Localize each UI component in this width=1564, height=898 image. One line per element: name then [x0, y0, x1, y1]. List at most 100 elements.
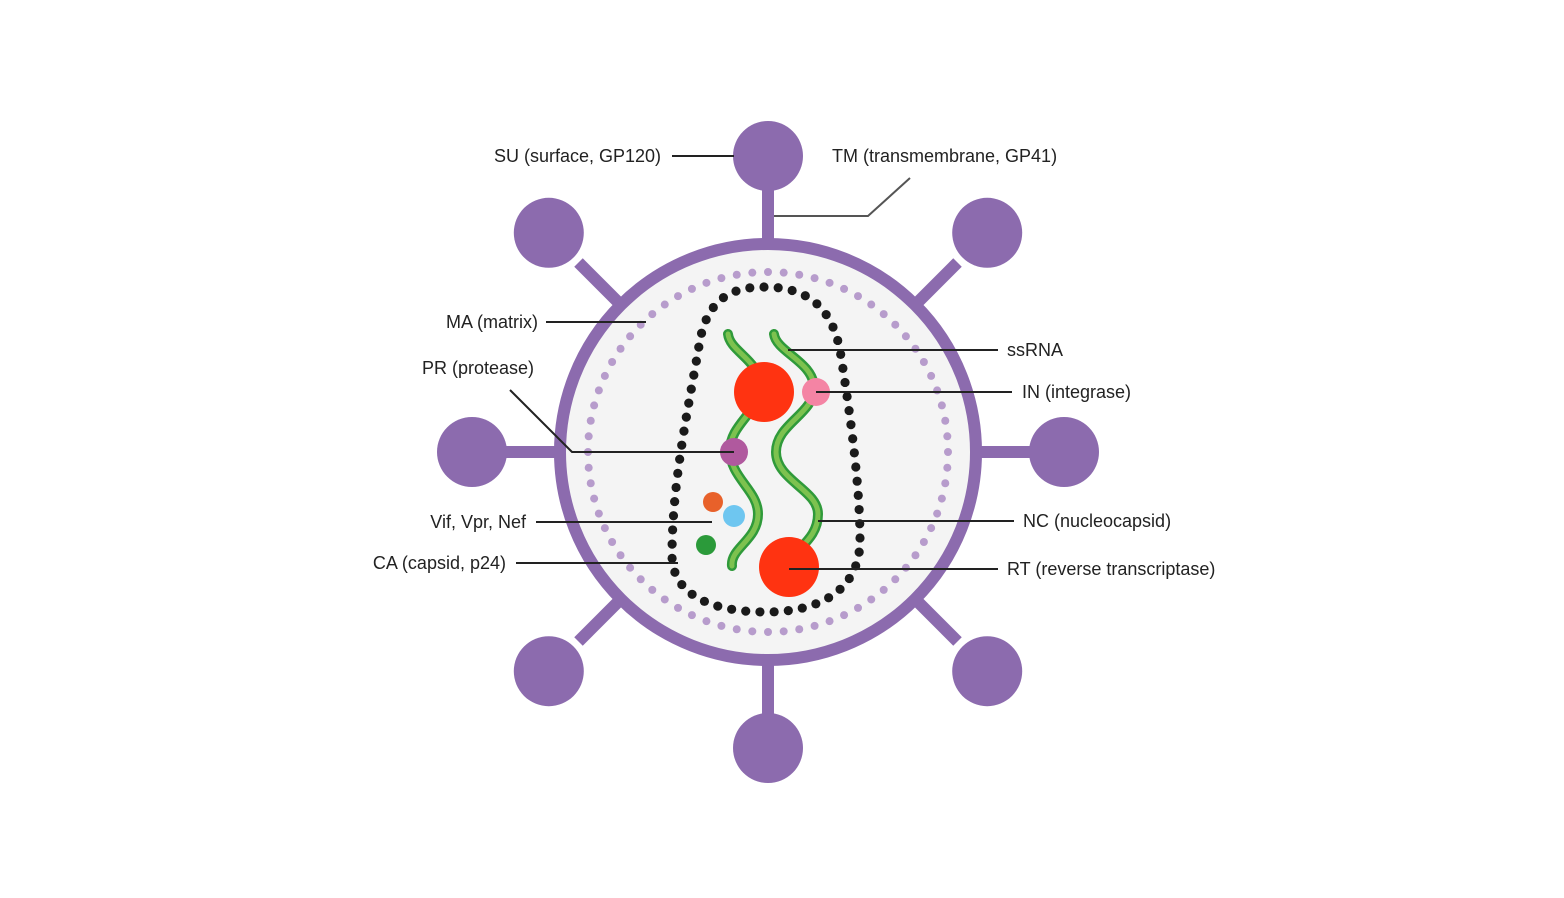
capsid-dot	[699, 596, 710, 606]
matrix-dot	[687, 611, 696, 620]
matrix-dot	[933, 509, 942, 518]
label-pr: PR (protease)	[422, 358, 534, 378]
capsid-dot	[675, 454, 685, 464]
label-ssrna: ssRNA	[1007, 340, 1063, 360]
spike-knob	[733, 713, 803, 783]
label-ca: CA (capsid, p24)	[373, 553, 506, 573]
capsid-dot	[667, 539, 677, 549]
matrix-dot	[702, 617, 711, 626]
matrix-dot	[943, 463, 952, 472]
matrix-dot	[919, 358, 928, 366]
matrix-dot	[660, 300, 669, 309]
matrix-dot	[911, 344, 920, 353]
matrix-dot	[764, 268, 772, 276]
matrix-dot	[674, 603, 682, 612]
matrix-dot	[795, 625, 804, 634]
capsid-dot	[848, 434, 858, 444]
spike-knob	[1029, 417, 1099, 487]
matrix-dot	[732, 270, 741, 279]
capsid-dot	[731, 286, 741, 296]
matrix-dot	[867, 300, 876, 309]
capsid-dot	[836, 349, 846, 359]
accessory-protein-vpr	[723, 505, 745, 527]
matrix-dot	[648, 310, 657, 319]
matrix-dot	[779, 627, 788, 636]
matrix-dot	[933, 386, 942, 395]
capsid-dot	[759, 282, 769, 292]
matrix-dot	[748, 268, 757, 277]
matrix-dot	[586, 479, 595, 488]
label-ma: MA (matrix)	[446, 312, 538, 332]
capsid-dot	[687, 589, 697, 599]
matrix-dot	[600, 371, 609, 380]
capsid-dot	[769, 607, 779, 617]
capsid-dot	[854, 504, 864, 515]
capsid-dot	[851, 462, 861, 472]
capsid-dot	[854, 547, 864, 557]
capsid-dot	[684, 398, 694, 408]
matrix-dot	[911, 551, 920, 560]
capsid-dot	[701, 315, 711, 325]
matrix-dot	[937, 401, 946, 410]
matrix-dot	[586, 416, 595, 425]
spike-knob	[952, 197, 1023, 268]
capsid-dot	[833, 335, 843, 346]
matrix-dot	[840, 611, 849, 620]
label-tm: TM (transmembrane, GP41)	[832, 146, 1057, 166]
matrix-dot	[717, 274, 726, 283]
matrix-dot	[702, 278, 711, 287]
capsid-dot	[671, 482, 681, 493]
capsid-dot	[691, 356, 701, 366]
matrix-dot	[674, 292, 682, 301]
label-su: SU (surface, GP120)	[494, 146, 661, 166]
matrix-dot	[810, 274, 819, 283]
matrix-dot	[919, 538, 928, 546]
accessory-protein-vif	[703, 492, 723, 512]
label-rt: RT (reverse transcriptase)	[1007, 559, 1215, 579]
capsid-dot	[670, 567, 680, 577]
matrix-dot	[608, 538, 617, 546]
matrix-dot	[648, 585, 657, 594]
capsid-dot	[741, 606, 751, 616]
matrix-dot	[943, 432, 952, 441]
capsid-dot	[673, 468, 683, 478]
matrix-dot	[879, 310, 888, 319]
matrix-dot	[927, 524, 936, 533]
capsid-dot	[846, 420, 856, 430]
matrix-dot	[854, 292, 862, 301]
capsid-dot	[853, 490, 863, 500]
matrix-dot	[608, 358, 617, 366]
capsid-dot	[667, 553, 677, 563]
reverse-transcriptase-molecule	[759, 537, 819, 597]
matrix-dot	[937, 494, 946, 503]
matrix-dot	[616, 551, 625, 560]
labels: SU (surface, GP120) TM (transmembrane, G…	[373, 146, 1215, 579]
leader-lines	[509, 155, 1014, 570]
capsid-dot	[835, 584, 845, 594]
matrix-dot	[825, 617, 834, 626]
matrix-dot	[927, 371, 936, 380]
capsid-dot	[694, 342, 704, 352]
matrix-dot	[732, 625, 741, 634]
spike-knob	[952, 636, 1023, 707]
matrix-dot	[840, 284, 849, 293]
matrix-dot	[626, 563, 635, 572]
capsid-dot	[689, 370, 699, 380]
matrix-dot	[584, 463, 593, 472]
capsid-dot	[821, 310, 831, 320]
matrix-dot	[901, 332, 910, 341]
rna-strand-right	[771, 331, 821, 569]
capsid-dot	[670, 496, 680, 507]
matrix-dot	[660, 595, 669, 604]
leader-tm	[774, 177, 911, 217]
capsid-dot	[800, 291, 810, 301]
capsid-dot	[844, 405, 854, 416]
capsid-dot	[842, 391, 852, 402]
capsid-dot	[713, 601, 723, 611]
capsid-dot	[852, 476, 862, 486]
capsid-dot	[855, 533, 865, 543]
capsid-dot	[811, 599, 821, 609]
matrix-dot	[795, 270, 804, 279]
capsid-dot	[677, 579, 687, 590]
